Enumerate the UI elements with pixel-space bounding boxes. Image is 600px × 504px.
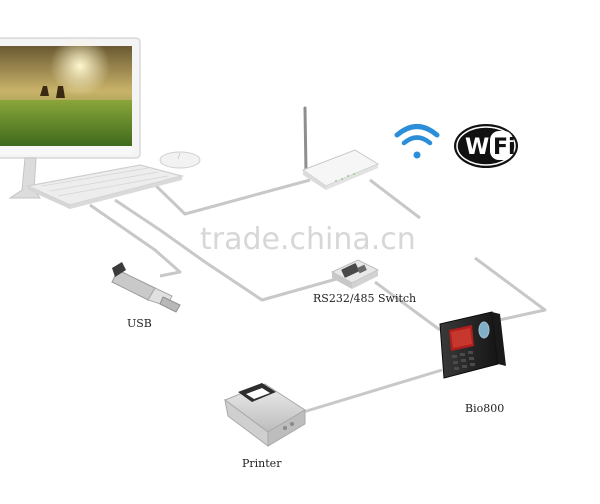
bio800-terminal-icon [440,312,506,378]
svg-text:Fi: Fi [493,135,516,160]
usb-drive-icon [112,262,180,312]
bio800-label: Bio800 [465,402,504,415]
switch-label: RS232/485 Switch [313,292,416,305]
usb-label: USB [127,317,152,330]
cable-keyboard-router [150,180,310,214]
cable-pc-usb [90,205,180,276]
watermark: trade.china.cn [200,222,416,257]
wifi-signal-icon [397,127,437,159]
router-icon [303,108,378,190]
mouse-icon [160,152,200,168]
cable-bio800-upper [475,258,545,322]
rs232-switch-icon [332,260,378,289]
wifi-logo-icon: Wi Fi [454,124,518,168]
printer-icon [225,383,305,446]
printer-label: Printer [242,457,281,470]
cable-switch-bio800 [375,282,440,330]
cable-bio800-printer [300,370,442,413]
cable-router-bio800 [370,180,420,218]
